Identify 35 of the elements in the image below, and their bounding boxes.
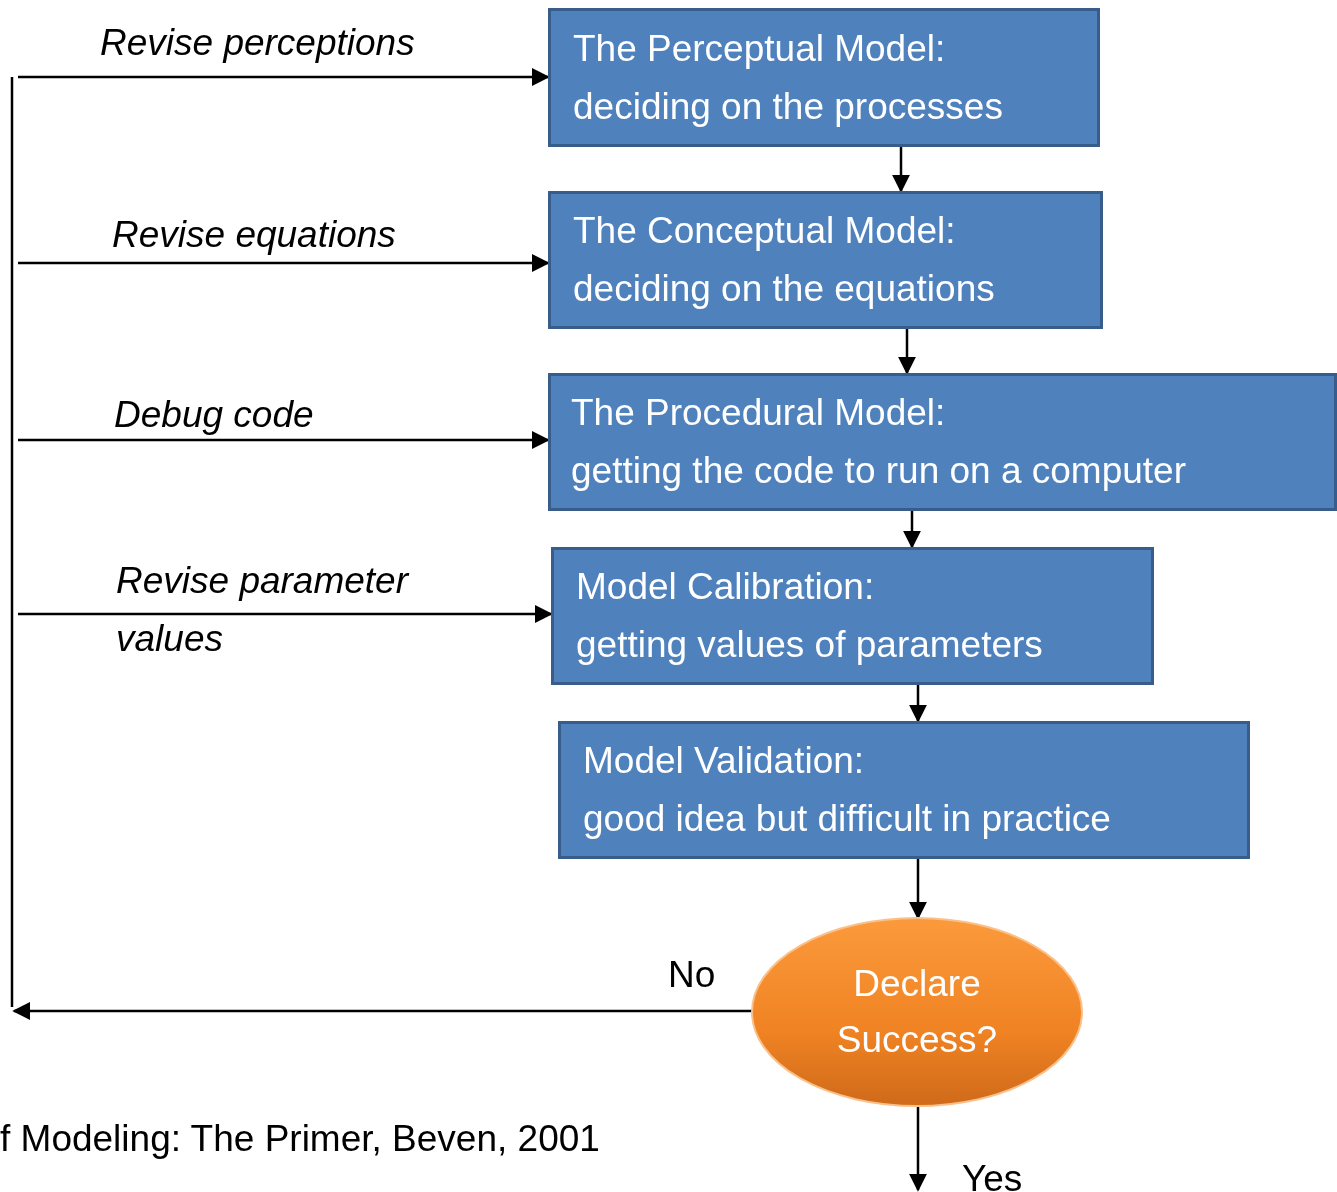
process-box: [548, 373, 1337, 511]
process-box: [548, 191, 1103, 329]
arrow: [18, 605, 553, 623]
edge-label: Yes: [962, 1157, 1024, 1192]
arrow: [18, 68, 550, 86]
box-title: Model Calibration:: [576, 565, 876, 609]
edge-label: Revise equations: [112, 213, 397, 257]
arrow: [909, 859, 927, 920]
box-description: deciding on the processes: [573, 84, 1004, 129]
arrow: [892, 147, 910, 193]
edge-label: Debug code: [114, 393, 315, 437]
arrow: [18, 431, 550, 449]
arrow: [909, 685, 927, 723]
process-box: [551, 547, 1154, 685]
process-box: [558, 721, 1250, 859]
box-title: Model Validation:: [583, 739, 866, 783]
box-description: deciding on the equations: [573, 267, 996, 311]
decision-oval: [750, 916, 1084, 1108]
box-title: The Perceptual Model:: [573, 26, 947, 71]
arrow: [909, 1106, 927, 1192]
decision-text: Declare Success?: [835, 962, 999, 1062]
box-description: getting the code to run on a computer: [571, 449, 1188, 493]
edge-label: No: [668, 953, 717, 997]
edge-label: Revise perceptions: [100, 21, 416, 65]
box-title: The Procedural Model:: [571, 391, 947, 435]
process-box: [548, 8, 1100, 147]
box-title: The Conceptual Model:: [573, 209, 957, 253]
box-description: good idea but difficult in practice: [583, 797, 1112, 841]
arrow: [18, 254, 550, 272]
arrow: [898, 329, 916, 375]
edge-label: Revise parameter values: [116, 559, 411, 661]
box-description: getting values of parameters: [576, 623, 1044, 667]
arrow: [903, 511, 921, 549]
arrow: [12, 1002, 752, 1020]
citation-text: f Modeling: The Primer, Beven, 2001: [0, 1117, 600, 1161]
